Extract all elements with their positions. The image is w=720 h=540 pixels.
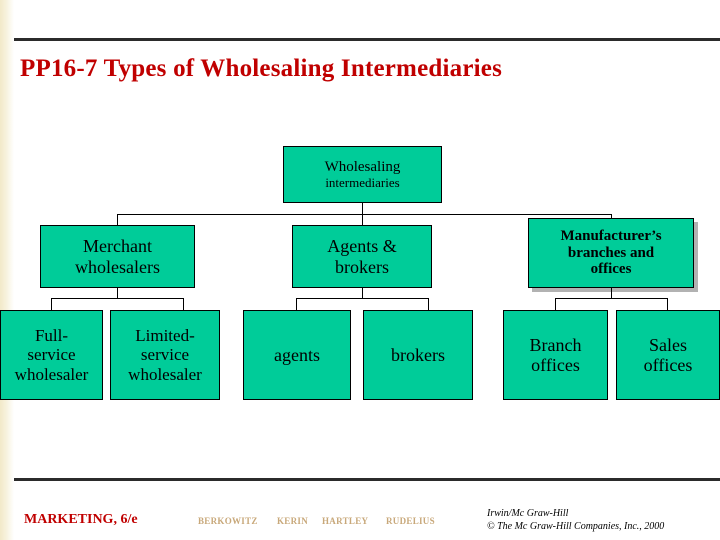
node-sales-offices-label: Sales offices xyxy=(617,335,719,375)
node-line: offices xyxy=(531,355,580,375)
node-line: Limited- xyxy=(135,326,195,346)
node-line: service xyxy=(140,345,190,365)
node-line: branches and xyxy=(567,244,655,261)
node-limited-service-wholesaler-label: Limited- service wholesaler xyxy=(111,326,219,383)
connector-to-sales-offices xyxy=(667,298,668,310)
node-wholesaling-intermediaries-label: Wholesaling intermediaries xyxy=(284,159,441,190)
node-line: Full- xyxy=(34,326,69,346)
connector-agents-brokers-stem xyxy=(362,288,363,298)
node-line: Manufacturer’s xyxy=(560,227,662,244)
decorative-left-gradient-bar xyxy=(0,0,14,540)
footer-brand: MARKETING, 6/e xyxy=(24,512,138,527)
connector-manufacturer-bus xyxy=(555,298,667,299)
node-full-service-wholesaler[interactable]: Full- service wholesaler xyxy=(0,310,103,400)
node-agents-and-brokers-label: Agents & brokers xyxy=(293,236,431,276)
node-merchant-wholesalers-label: Merchant wholesalers xyxy=(41,236,194,276)
connector-to-agents xyxy=(296,298,297,310)
node-line: offices xyxy=(590,261,632,278)
page-title: PP16-7 Types of Wholesaling Intermediari… xyxy=(20,55,502,82)
node-merchant-wholesalers[interactable]: Merchant wholesalers xyxy=(40,225,195,288)
node-line: Merchant xyxy=(83,236,152,257)
node-line: wholesaler xyxy=(128,364,202,384)
node-branch-offices[interactable]: Branch offices xyxy=(503,310,608,400)
connector-level1-bus xyxy=(117,214,611,215)
node-line: wholesalers xyxy=(75,256,160,277)
node-agents-label: agents xyxy=(274,344,320,365)
title-top-divider xyxy=(14,38,720,41)
connector-manufacturer-stem xyxy=(611,288,612,298)
node-full-service-wholesaler-label: Full- service wholesaler xyxy=(1,326,102,383)
node-manufacturer-branches-offices-label: Manufacturer’s branches and offices xyxy=(529,228,693,278)
node-line: intermediaries xyxy=(325,174,400,190)
node-line: wholesaler xyxy=(14,364,89,384)
connector-root-stem xyxy=(362,203,363,214)
node-line: offices xyxy=(643,355,693,375)
connector-merchant-bus xyxy=(51,298,183,299)
node-line: service xyxy=(27,345,76,365)
node-brokers-label: brokers xyxy=(391,344,445,365)
node-limited-service-wholesaler[interactable]: Limited- service wholesaler xyxy=(110,310,220,400)
footer-copyright: © The Mc Graw-Hill Companies, Inc., 2000 xyxy=(487,521,665,532)
node-line: Wholesaling xyxy=(324,158,401,175)
footer-author-rudelius: RUDELIUS xyxy=(386,516,435,526)
connector-to-merchant xyxy=(117,214,118,225)
connector-agents-brokers-bus xyxy=(296,298,428,299)
node-line: Branch xyxy=(529,334,582,355)
footer-publisher: Irwin/Mc Graw-Hill xyxy=(487,508,569,519)
connector-to-full-service xyxy=(51,298,52,310)
connector-to-brokers xyxy=(428,298,429,310)
node-line: Agents & xyxy=(327,236,397,257)
node-agents-and-brokers[interactable]: Agents & brokers xyxy=(292,225,432,288)
connector-to-limited-service xyxy=(183,298,184,310)
node-wholesaling-intermediaries[interactable]: Wholesaling intermediaries xyxy=(283,146,442,203)
footer-author-kerin: KERIN xyxy=(277,516,309,526)
node-sales-offices[interactable]: Sales offices xyxy=(616,310,720,400)
connector-to-agents-brokers xyxy=(362,214,363,225)
node-agents[interactable]: agents xyxy=(243,310,351,400)
node-line: Sales xyxy=(649,334,687,355)
footer-top-divider xyxy=(14,478,720,481)
node-branch-offices-label: Branch offices xyxy=(504,335,607,375)
node-line: brokers xyxy=(335,256,389,277)
footer-author-hartley: HARTLEY xyxy=(322,516,369,526)
connector-to-branch-offices xyxy=(555,298,556,310)
footer-author-berkowitz: BERKOWITZ xyxy=(198,516,258,526)
node-manufacturer-branches-offices[interactable]: Manufacturer’s branches and offices xyxy=(528,218,694,288)
node-brokers[interactable]: brokers xyxy=(363,310,473,400)
connector-merchant-stem xyxy=(117,288,118,298)
